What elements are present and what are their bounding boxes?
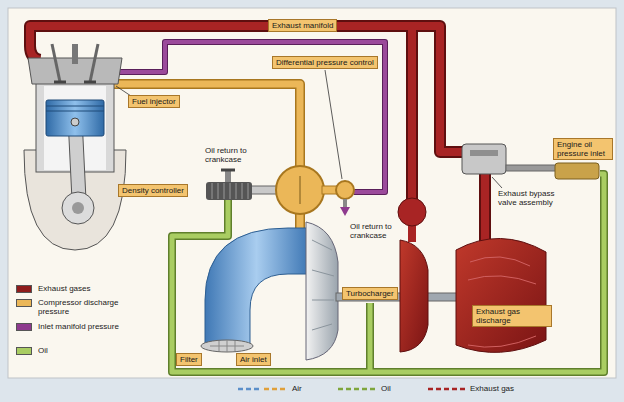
callout-box: Exhaust gas discharge xyxy=(472,305,552,327)
legend-text: Air xyxy=(292,384,302,393)
oil-line xyxy=(172,174,604,372)
legend-text: Compressor discharge pressure xyxy=(38,298,133,316)
callout-box: Fuel injector xyxy=(128,95,180,108)
density-controller-bellows xyxy=(206,170,278,200)
legend-swatch xyxy=(16,299,32,307)
callout-box: Differential pressure control xyxy=(272,56,378,69)
leader-lines xyxy=(116,70,502,188)
turbine xyxy=(398,198,546,352)
legend-swatch xyxy=(16,347,32,355)
callout-text: Density controller xyxy=(122,186,184,195)
legend-swatch xyxy=(16,285,32,293)
callout-box: Exhaust manifold xyxy=(268,19,337,32)
air-inlet-elbow xyxy=(201,228,308,352)
legend-line-samples xyxy=(238,388,466,391)
callout-text: Filter xyxy=(180,355,198,364)
legend-text: Inlet manifold pressure xyxy=(38,322,119,331)
callout-text: Engine oil pressure inlet xyxy=(557,140,609,158)
legend-text: Oil xyxy=(38,346,48,355)
callout-box: Turbocharger xyxy=(342,287,398,300)
callout-box: Density controller xyxy=(118,184,188,197)
inlet-manifold-line xyxy=(112,42,385,192)
legend-text: Oil xyxy=(381,384,391,393)
callout-text: Fuel injector xyxy=(132,97,176,106)
callout-box: Engine oil pressure inlet xyxy=(553,138,613,160)
callout-box: Air inlet xyxy=(236,353,271,366)
compressor-discharge-pipe xyxy=(112,84,300,232)
callout-text: Exhaust gas discharge xyxy=(476,307,548,325)
part-label: Exhaust bypass valve assembly xyxy=(498,189,564,207)
part-label: Oil return to crankcase xyxy=(350,222,398,240)
legend-swatch xyxy=(16,323,32,331)
legend-text: Exhaust gases xyxy=(38,284,90,293)
callout-box: Filter xyxy=(176,353,202,366)
part-label: Oil return to crankcase xyxy=(205,146,261,164)
legend-text: Exhaust gas xyxy=(470,384,514,393)
callout-text: Air inlet xyxy=(240,355,267,364)
pressure-chamber xyxy=(276,166,354,216)
callout-text: Exhaust manifold xyxy=(272,21,333,30)
callout-text: Differential pressure control xyxy=(276,58,374,67)
compressor-wheel xyxy=(306,222,338,360)
callout-text: Turbocharger xyxy=(346,289,394,298)
engine-cylinder xyxy=(24,44,126,250)
